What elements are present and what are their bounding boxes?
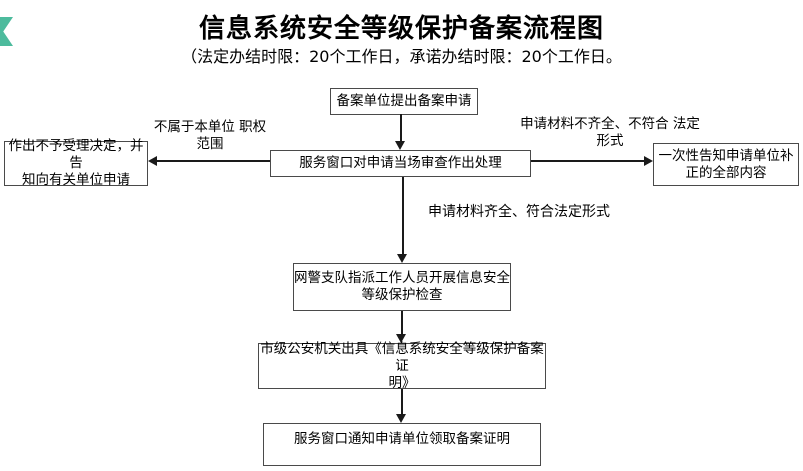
arrow-line	[402, 177, 404, 254]
node-notify-correction: 一次性告知申请单位补 正的全部内容	[653, 143, 799, 186]
node-apply: 备案单位提出备案申请	[330, 88, 478, 115]
arrow-right-icon	[644, 156, 653, 166]
arrow-line	[531, 160, 645, 162]
arrow-line	[400, 114, 402, 142]
node-review: 服务窗口对申请当场审查作出处理	[270, 150, 531, 177]
node-notify-correction-label: 一次性告知申请单位补 正的全部内容	[658, 147, 794, 181]
node-reject-label: 作出不予受理决定，并告 知向有关单位申请	[8, 138, 144, 188]
arrow-line	[156, 160, 270, 162]
edge-label-incomplete: 申请材料不齐全、不符合 法定形式	[520, 116, 700, 149]
arrow-down-icon	[397, 254, 407, 263]
edge-label-complete: 申请材料齐全、符合法定形式	[428, 204, 610, 220]
node-inspection: 网警支队指派工作人员开展信息安全 等级保护检查	[293, 263, 511, 311]
edge-label-not-in-scope: 不属于本单位 职权范围	[153, 119, 267, 152]
page-subtitle: （法定办结时限：20个工作日，承诺办结时限：20个工作日。	[181, 47, 622, 66]
node-reject: 作出不予受理决定，并告 知向有关单位申请	[4, 138, 148, 188]
page-title: 信息系统安全等级保护备案流程图	[198, 14, 604, 44]
arrow-left-icon	[148, 156, 157, 166]
node-review-label: 服务窗口对申请当场审查作出处理	[299, 155, 502, 171]
arrow-line	[401, 311, 403, 334]
node-pickup-label: 服务窗口通知申请单位领取备案证明	[294, 431, 510, 447]
arrow-down-icon	[396, 334, 406, 343]
node-pickup: 服务窗口通知申请单位领取备案证明	[263, 423, 541, 466]
arrow-down-icon	[396, 414, 406, 423]
node-certificate: 市级公安机关出具《信息系统安全等级保护备案证 明》	[258, 340, 546, 391]
node-apply-label: 备案单位提出备案申请	[336, 93, 472, 109]
arrow-line	[401, 389, 403, 414]
arrow-down-icon	[395, 141, 405, 150]
node-certificate-label: 市级公安机关出具《信息系统安全等级保护备案证 明》	[260, 340, 544, 391]
node-inspection-label: 网警支队指派工作人员开展信息安全 等级保护检查	[294, 270, 510, 303]
